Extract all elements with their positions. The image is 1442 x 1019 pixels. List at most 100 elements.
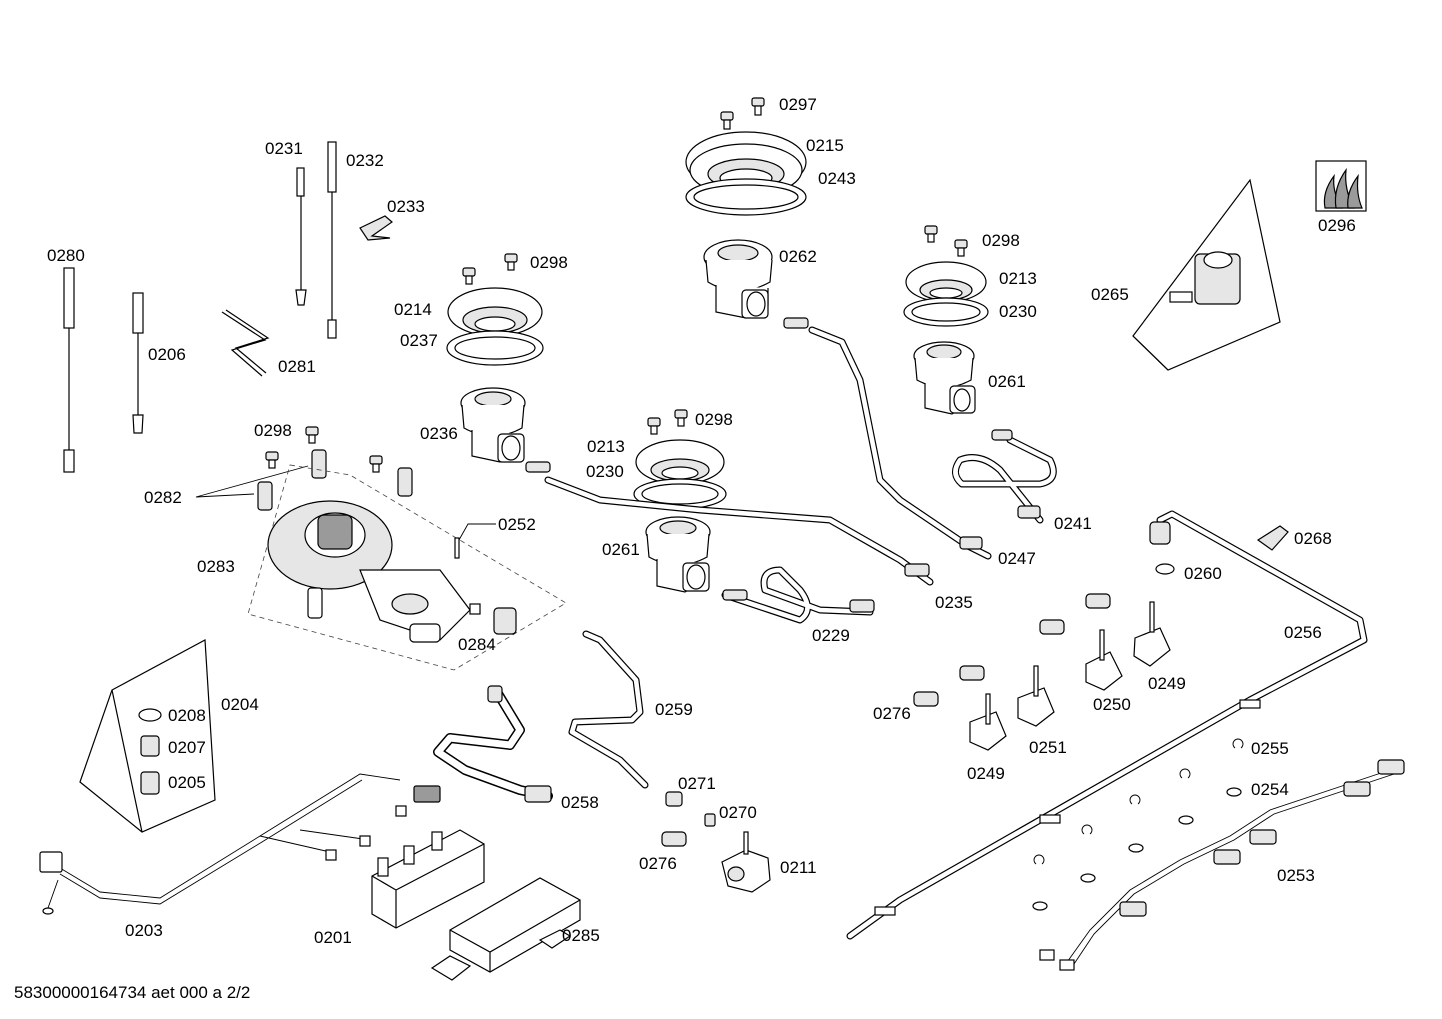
clips-washers-0255-0254 [1032, 738, 1244, 911]
label-0298-b: 0298 [695, 410, 733, 429]
clip-0233 [359, 215, 393, 241]
label-0281: 0281 [278, 357, 316, 376]
clip-0268 [1256, 525, 1289, 551]
burner-ring-0237 [446, 330, 544, 366]
label-0229: 0229 [812, 626, 850, 645]
label-0203: 0203 [125, 921, 163, 940]
bracket-0285 [430, 877, 581, 981]
valve-0250 [1039, 619, 1123, 691]
label-0214: 0214 [394, 300, 432, 319]
label-0213-a: 0213 [587, 437, 625, 456]
wire-0259 [568, 630, 649, 789]
valve-0211 [721, 831, 771, 893]
burner-body-0261-b [913, 341, 976, 415]
label-0276-b: 0276 [639, 854, 677, 873]
burner-body-0236 [460, 387, 526, 463]
label-0215: 0215 [806, 136, 844, 155]
label-0230-b: 0230 [999, 302, 1037, 321]
valve-0251 [959, 665, 1055, 727]
leader-0252 [458, 523, 496, 541]
fittings-0271-0270-0276 [661, 791, 716, 847]
screw-0298-d [265, 426, 383, 473]
ignition-electrode-0232 [327, 141, 337, 339]
pin-0252 [454, 537, 460, 559]
ignition-harness-0253 [1039, 759, 1405, 971]
label-0298-c: 0298 [982, 231, 1020, 250]
screw-0298-b [647, 409, 688, 435]
ignition-electrode-0231 [295, 167, 307, 306]
label-0284: 0284 [458, 635, 496, 654]
label-0261-a: 0261 [602, 540, 640, 559]
flex-hose-0258 [433, 685, 553, 803]
valve-0249-b [913, 691, 1007, 751]
label-0262: 0262 [779, 247, 817, 266]
label-0205: 0205 [168, 773, 206, 792]
document-id: 58300000164734 aet 000 a 2/2 [14, 983, 250, 1002]
label-0270: 0270 [719, 803, 757, 822]
label-0283: 0283 [197, 557, 235, 576]
burner-ring-0214 [447, 287, 543, 337]
label-0280: 0280 [47, 246, 85, 265]
label-0282: 0282 [144, 488, 182, 507]
valve-0249-a [1085, 593, 1171, 667]
thermocouple-0280 [63, 267, 75, 473]
ignition-module-0201 [371, 829, 485, 929]
gas-pipe-0229 [721, 566, 875, 624]
washer-0260 [1155, 563, 1175, 575]
label-0265: 0265 [1091, 285, 1129, 304]
label-0249-b: 0249 [967, 764, 1005, 783]
label-0206: 0206 [148, 345, 186, 364]
screw-0298-a [462, 253, 518, 285]
label-0255: 0255 [1251, 739, 1289, 758]
label-0285: 0285 [562, 926, 600, 945]
screw-0297 [720, 97, 765, 130]
label-0213-b: 0213 [999, 269, 1037, 288]
label-0256: 0256 [1284, 623, 1322, 642]
wiring-harness-0203 [39, 773, 441, 915]
label-0253: 0253 [1277, 866, 1315, 885]
label-0298-a: 0298 [530, 253, 568, 272]
label-0258: 0258 [561, 793, 599, 812]
nozzle-0284 [469, 603, 517, 635]
nozzle-pack-0204 [79, 639, 216, 833]
burner-ring-0243 [685, 178, 807, 216]
label-0207: 0207 [168, 738, 206, 757]
spring-clip-0281 [221, 309, 270, 377]
packaged-valve-0265 [1132, 178, 1281, 371]
label-0249-a: 0249 [1148, 674, 1186, 693]
screw-0298-c [924, 225, 968, 257]
label-0250: 0250 [1093, 695, 1131, 714]
spring-0282 [257, 449, 413, 511]
gas-pipe-0247 [783, 317, 992, 560]
label-0211: 0211 [780, 858, 817, 877]
label-0236: 0236 [420, 424, 458, 443]
gas-pipe-0235 [525, 461, 934, 586]
label-0254: 0254 [1251, 780, 1289, 799]
label-0268: 0268 [1294, 529, 1332, 548]
label-0271: 0271 [678, 774, 716, 793]
label-0237: 0237 [400, 331, 438, 350]
burner-ring-0213-b [905, 261, 987, 303]
thermocouple-0206 [132, 292, 144, 434]
label-0243: 0243 [818, 169, 856, 188]
label-0276-a: 0276 [873, 704, 911, 723]
label-0208: 0208 [168, 706, 206, 725]
gas-pipe-0241 [952, 429, 1057, 524]
gas-rail-0256 [846, 510, 1368, 940]
label-0230-a: 0230 [586, 462, 624, 481]
label-0204: 0204 [221, 695, 259, 714]
gas-flame-icon [1315, 160, 1367, 212]
leader-0282 [195, 465, 309, 498]
label-0298-d: 0298 [254, 421, 292, 440]
burner-ring-0213-a [635, 439, 725, 485]
label-0252: 0252 [498, 515, 536, 534]
label-0251: 0251 [1029, 738, 1067, 757]
regulator-body-0283 [247, 464, 567, 671]
burner-body-0262 [703, 239, 773, 319]
label-0261-b: 0261 [988, 372, 1026, 391]
label-0259: 0259 [655, 700, 693, 719]
label-0241: 0241 [1054, 514, 1092, 533]
label-0235: 0235 [935, 593, 973, 612]
burner-ring-0230-b [903, 297, 989, 327]
